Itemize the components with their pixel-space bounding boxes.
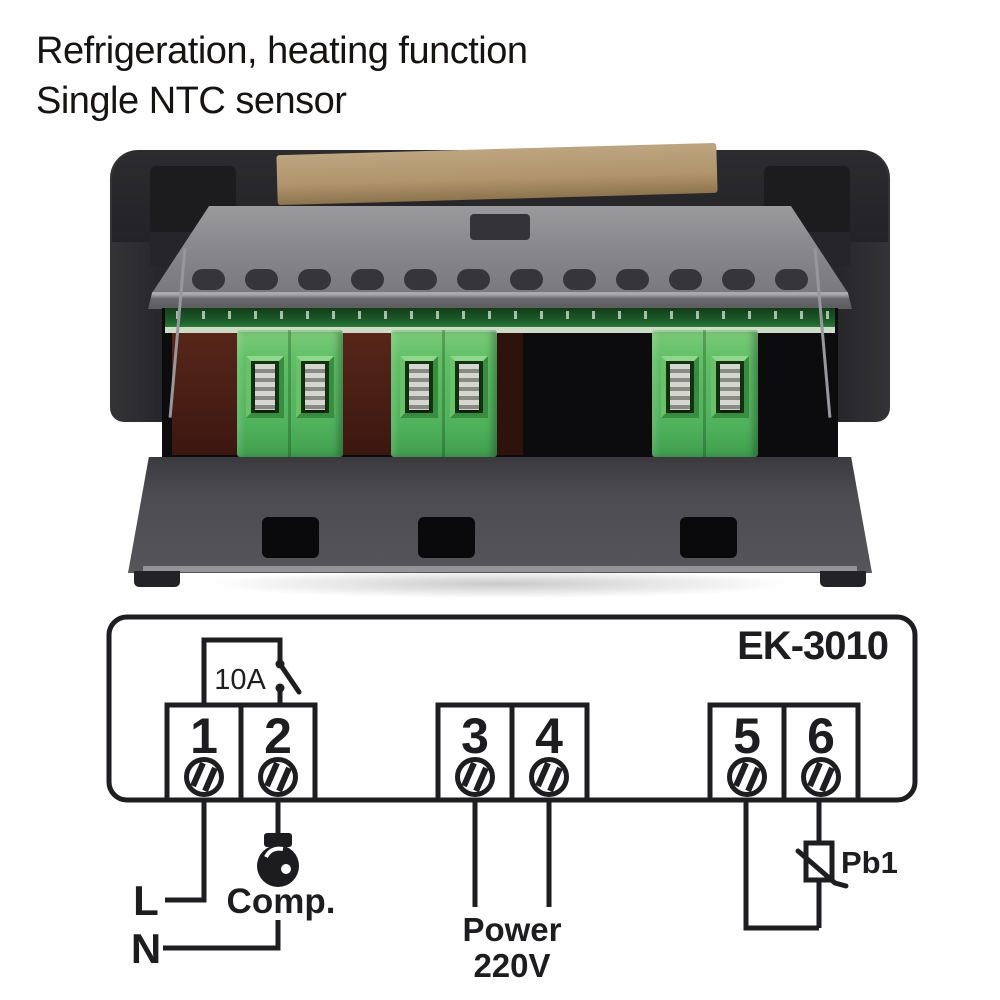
foot-tab-left <box>134 571 180 587</box>
bottom-panel <box>128 457 872 573</box>
screw-symbol <box>529 757 569 797</box>
bottom-panel-edge <box>142 566 858 572</box>
photo-shadow <box>120 572 880 606</box>
power-label-line2: 220V <box>473 947 550 984</box>
compressor-label: Comp. <box>227 882 336 921</box>
terminal-screw <box>711 356 749 418</box>
screw-metal <box>720 364 740 410</box>
terminal-number-2: 2 <box>264 708 292 764</box>
terminal-screw <box>450 356 488 418</box>
compressor-circuit: L N Comp. <box>131 800 336 972</box>
vent-hole <box>351 269 384 290</box>
foot-tab-right <box>820 571 866 587</box>
terminal-box-3-4: 3 4 <box>435 702 590 803</box>
vent-hole <box>775 269 808 290</box>
vent-hole <box>192 269 225 290</box>
neutral-label: N <box>131 925 161 972</box>
relay-rating-label: 10A <box>214 664 266 696</box>
terminal-block <box>652 330 758 457</box>
screw-symbol <box>258 757 298 797</box>
terminal-screw <box>400 356 438 418</box>
terminal-block <box>237 330 343 457</box>
vent-hole <box>563 269 596 290</box>
screw-metal <box>409 364 429 410</box>
compressor-icon <box>257 833 299 887</box>
header-line-2: Single NTC sensor <box>36 80 347 122</box>
power-circuit: Power 220V <box>462 800 562 984</box>
terminal-screw <box>246 356 284 418</box>
case-top-notch <box>470 214 530 240</box>
model-label: EK-3010 <box>737 624 888 668</box>
transformer-block <box>343 333 391 455</box>
thermistor-strike <box>795 848 849 889</box>
power-label-line1: Power <box>462 911 561 948</box>
contact-dot <box>275 683 285 693</box>
transformer-block <box>172 333 238 455</box>
live-wire <box>165 800 207 903</box>
panel-cutout <box>262 517 319 558</box>
panel-cutout <box>680 517 737 558</box>
transformer-block <box>497 333 523 455</box>
relay-switch: 10A <box>201 637 302 705</box>
header-text: Refrigeration, heating function Single N… <box>36 26 528 126</box>
sensor-circuit: Pb1 <box>743 800 898 931</box>
screw-symbol <box>184 757 224 797</box>
terminal-box-5-6: 5 6 <box>707 702 861 803</box>
terminal-box-1-2: 1 2 <box>164 702 318 803</box>
screw-metal <box>305 364 325 410</box>
terminal-screw <box>661 356 699 418</box>
header-line-1: Refrigeration, heating function <box>36 30 528 72</box>
vent-hole <box>457 269 490 290</box>
panel-cutout <box>418 517 475 558</box>
live-label: L <box>133 877 159 924</box>
switch-blade <box>279 664 302 695</box>
wiring-diagram: EK-3010 10A 1 2 3 4 <box>106 614 918 984</box>
sensor-label: Pb1 <box>841 845 898 880</box>
pcb-strip <box>165 308 835 327</box>
vent-hole <box>298 269 331 290</box>
terminal-number-3: 3 <box>461 708 489 764</box>
terminal-number-6: 6 <box>807 708 835 764</box>
screw-symbol <box>727 757 767 797</box>
vent-hole <box>669 269 702 290</box>
vent-hole <box>616 269 649 290</box>
relay-outline <box>201 637 283 705</box>
screw-metal <box>670 364 690 410</box>
vent-hole <box>404 269 437 290</box>
terminal-screw <box>296 356 334 418</box>
case-front-lip <box>148 292 852 309</box>
pcb-edge <box>165 327 835 333</box>
sensor-wire-5 <box>743 800 819 931</box>
terminal-number-1: 1 <box>190 708 218 764</box>
vent-hole <box>245 269 278 290</box>
terminal-number-4: 4 <box>535 708 563 764</box>
vent-hole <box>510 269 543 290</box>
screw-metal <box>459 364 479 410</box>
screw-symbol <box>455 757 495 797</box>
screw-metal <box>255 364 275 410</box>
terminal-number-5: 5 <box>733 708 761 764</box>
screw-symbol <box>801 757 841 797</box>
neutral-wire <box>163 920 281 951</box>
vent-hole <box>722 269 755 290</box>
terminal-block <box>391 330 497 457</box>
